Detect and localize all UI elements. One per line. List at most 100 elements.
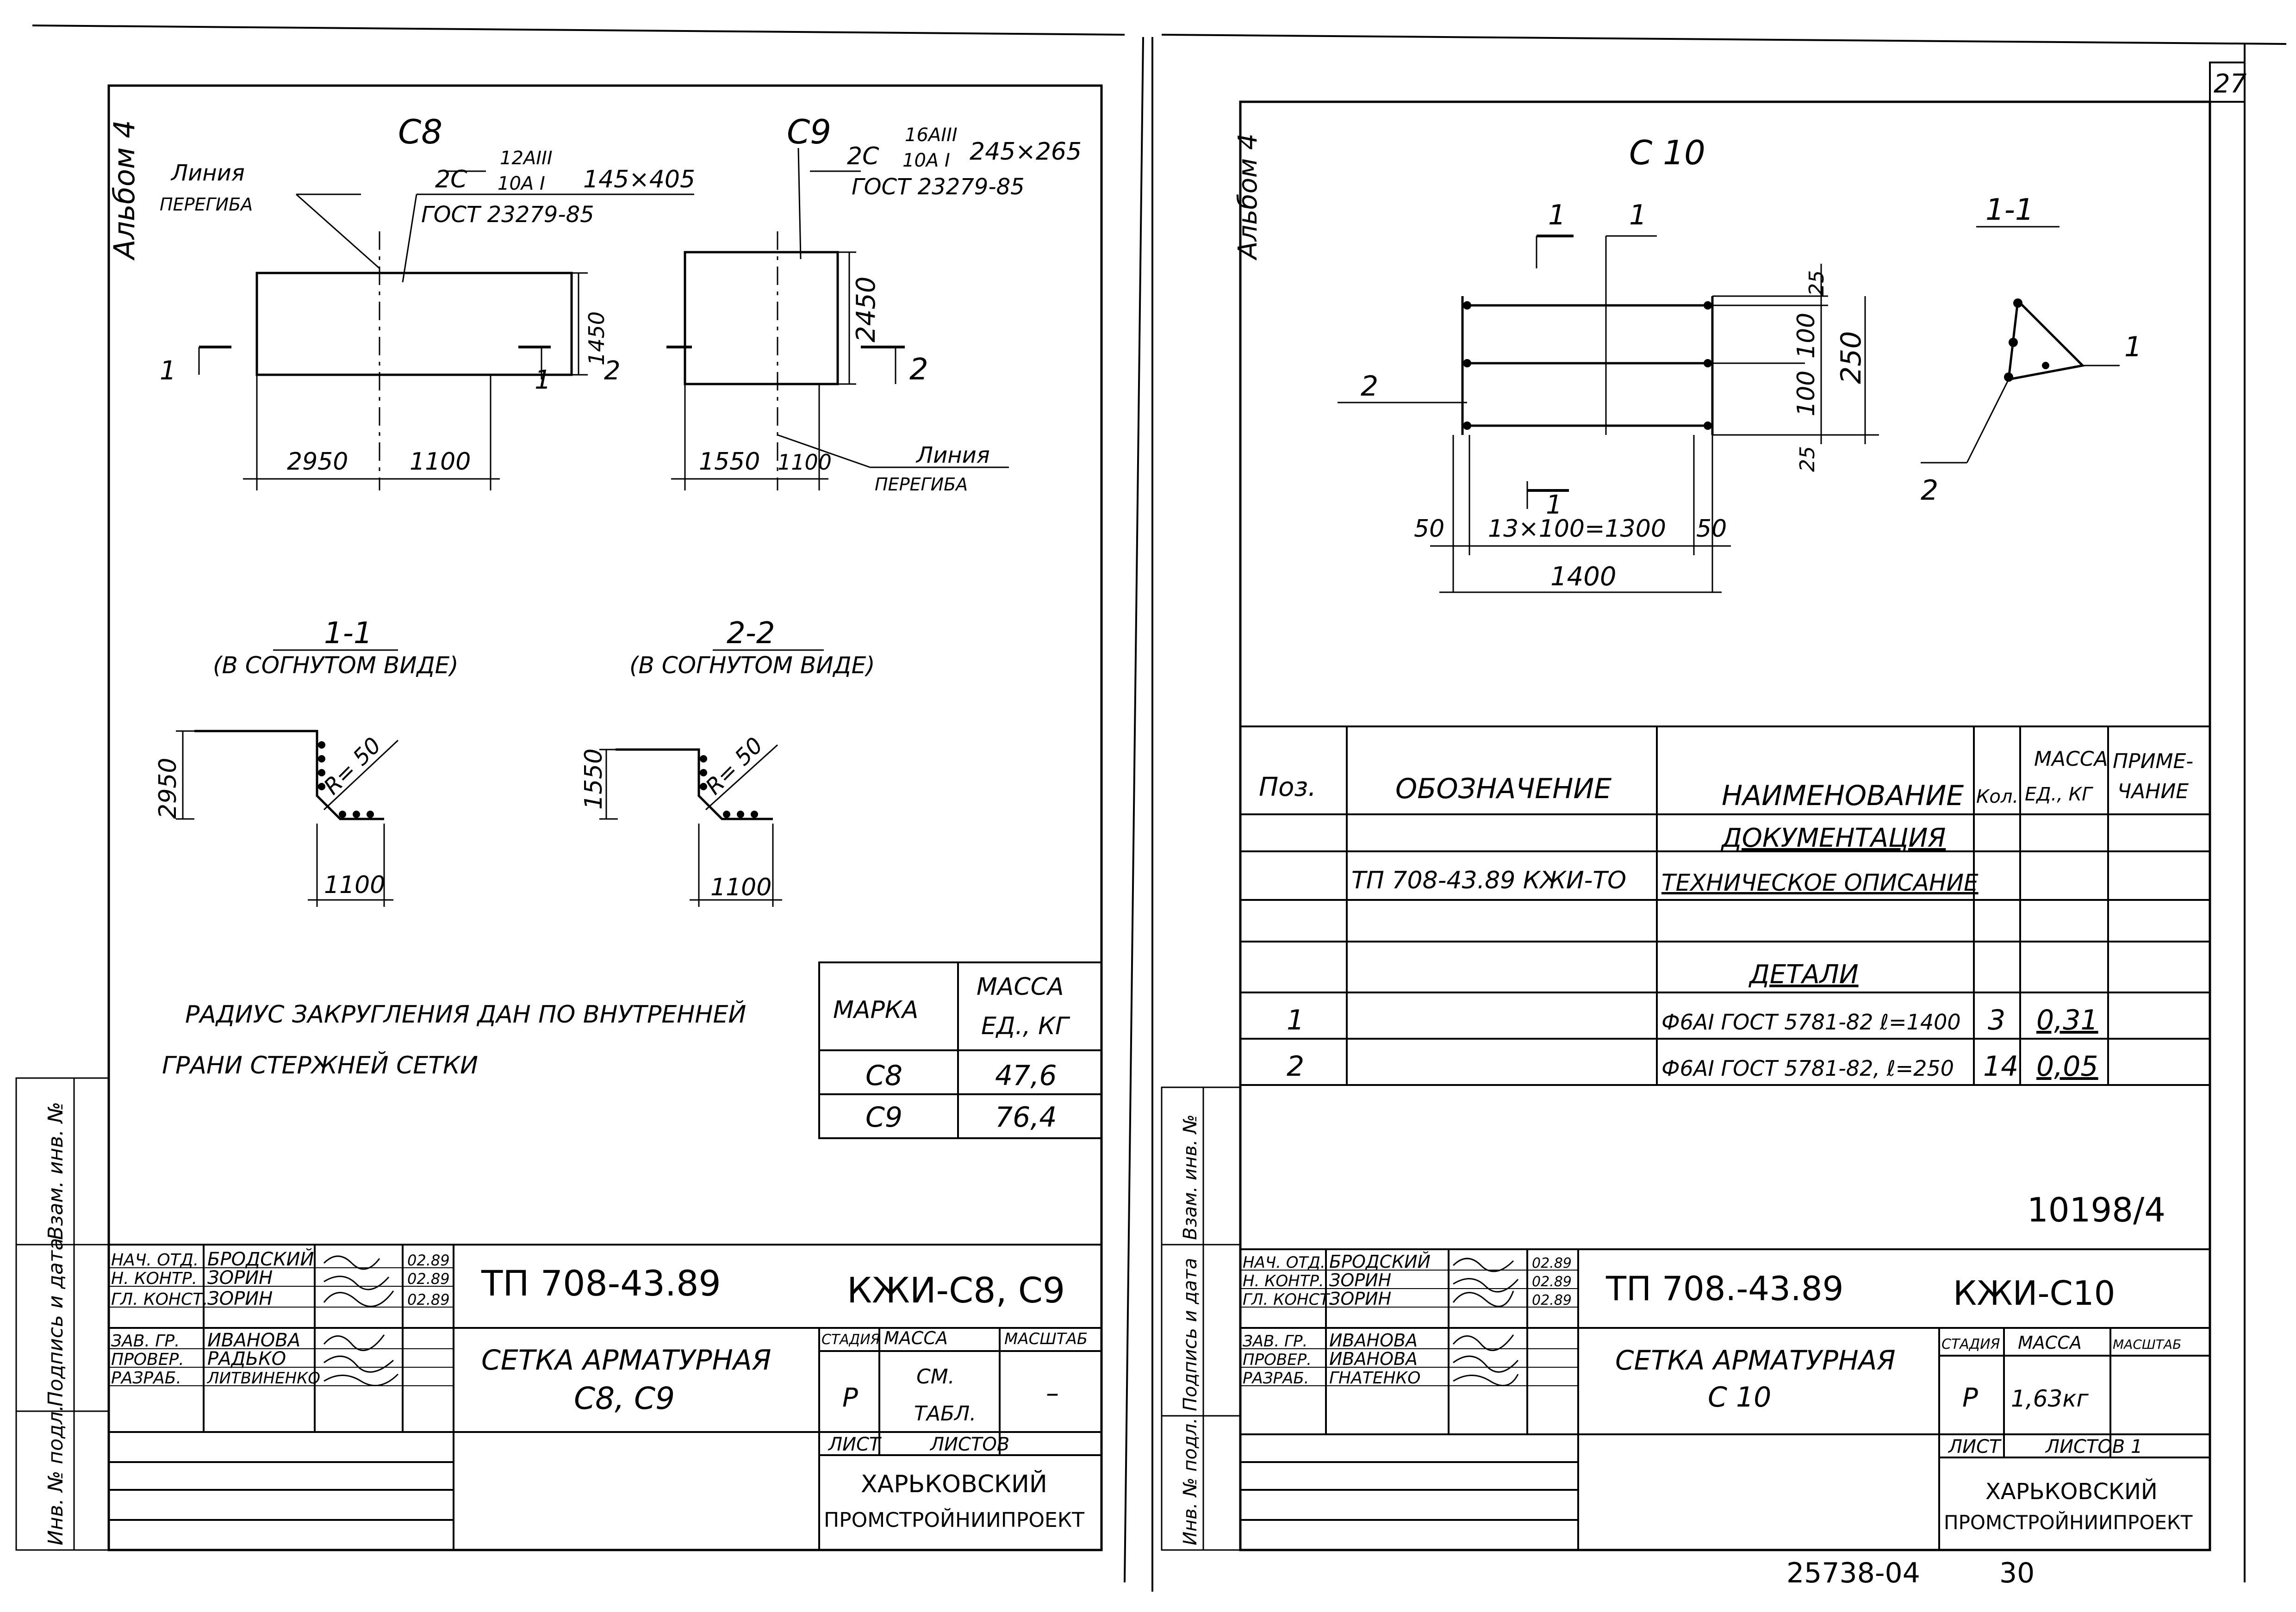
mass-table-header-mark: Марка [833,996,918,1024]
left-sec22-subtitle: (в согнутом виде) [629,652,875,679]
right-drawing-name-2: С 10 [1708,1381,1771,1414]
spec-header-designation: Обозначение [1395,773,1612,805]
left-sec11-shape [176,730,399,907]
right-side-strip [1161,1086,1241,1551]
right-sec11-shape [1921,300,2120,464]
c10-dim-100-b: 100 [1792,371,1820,416]
right-doc-code: ТП 708.-43.89 [1605,1269,1843,1308]
left-sec22-shape [599,744,782,907]
c8-plan [198,170,694,490]
c9-cut-mark-left: 2 [604,356,621,386]
right-staff-date-2: 02.89 [1532,1274,1572,1290]
left-staff-role-5: Провер. [111,1350,184,1369]
left-sec22-vert-dim: 1550 [580,749,608,810]
left-side-label-inv: Инв. № подл. [44,1405,68,1545]
right-scale-header: Масштаб [2113,1337,2181,1352]
spec-row-1-pos: 1 [1287,1004,1304,1036]
c9-spec-size: 245×265 [970,138,1082,166]
spec-doc-designation: ТП 708-43.89 КЖИ-ТО [1351,867,1626,894]
mass-table-header-mass-2: ед., кг [981,1012,1070,1040]
c8-dim-1: 2950 [287,448,348,476]
left-sec11-title: 1-1 [324,616,373,651]
right-staff-role-6: Разраб. [1243,1369,1309,1388]
right-drawing-name-1: Сетка арматурная [1615,1345,1896,1376]
right-side-label-vzam: Взам. инв. № [1180,1114,1201,1240]
left-sec22-bars [700,755,758,818]
c9-gost: ГОСТ 23279-85 [852,174,1025,200]
left-staff-date-2: 02.89 [407,1270,450,1288]
left-drawing-name-2: С8, С9 [574,1381,675,1416]
spec-row-2-mass: 0,05 [2036,1050,2098,1083]
spec-header-note-1: Приме- [2113,750,2193,773]
left-side-strip [15,1077,110,1551]
left-mass-header: Масса [884,1328,948,1348]
c10-pos-1: 1 [1546,490,1562,520]
left-scale-header: Масштаб [1004,1330,1088,1348]
right-staff-name-2: Зорин [1329,1270,1391,1290]
right-sec11-title: 1-1 [1985,193,2034,227]
right-sheets-header: Листов 1 [2045,1436,2142,1457]
c8-spec-den: 10А I [498,173,545,194]
spec-row-1-name: Ф6АI ГОСТ 5781-82 ℓ=1400 [1661,1010,1961,1035]
c8-bend-label-2: перегиба [160,194,253,215]
c8-cut-mark-right: 1 [535,365,551,395]
right-frame [1239,100,2211,1551]
footer-page: 30 [1999,1557,2035,1589]
c8-dim-2: 1100 [410,448,471,476]
right-staff-date-1: 02.89 [1532,1255,1572,1271]
right-staff-name-5: Иванова [1329,1349,1418,1369]
left-staff-role-4: Зав. гр. [111,1332,180,1351]
right-staff-role-2: Н. контр. [1243,1272,1324,1290]
right-staff-role-5: Провер. [1243,1351,1312,1369]
right-sheet-code: КЖИ-С10 [1953,1274,2115,1313]
spec-header-name: Наименование [1722,780,1964,812]
left-note-line-2: грани стержней сетки [162,1051,478,1079]
left-sheet: Взам. инв. № Подпись и дата Инв. № подл.… [15,84,1103,1551]
c10-dim-100-a: 100 [1792,313,1820,359]
left-doc-code: ТП 708-43.89 [481,1263,721,1304]
right-staff-role-3: Гл. конст. [1243,1290,1334,1309]
right-title-block [1240,1248,2210,1550]
spec-header-note-2: чание [2117,780,2189,803]
left-side-label-podpis: Подпись и дата [44,1238,68,1407]
page-number: 27 [2214,69,2247,99]
c9-bend-label-1: Линия [915,442,990,468]
spec-header-qty: Кол. [1976,786,2018,807]
spec-section-details: Детали [1748,960,1859,990]
left-staff-name-5: Радько [207,1348,286,1370]
right-staff-name-4: Иванова [1329,1330,1418,1351]
c9-spec-den: 10А I [902,150,950,171]
c8-gost: ГОСТ 23279-85 [421,202,594,228]
right-signatures [1452,1258,1519,1387]
spec-row-2-qty: 14 [1983,1050,2018,1083]
left-sec22-title: 2-2 [727,616,775,651]
spec-header-pos: Поз. [1259,772,1316,802]
left-sec11-horiz-dim: 1100 [324,871,385,899]
right-staff-role-1: Нач. отд. [1243,1253,1325,1272]
right-side-label-podpis: Подпись и дата [1180,1258,1201,1411]
spec-row-1-qty: 3 [1988,1004,2005,1036]
right-org-line-1: ХАРЬКОВСКИЙ [1985,1478,2158,1505]
spec-doc-name: Техническое описание [1661,869,1979,896]
mass-table-row-1-mass: 47,6 [995,1060,1057,1092]
c9-spec-num: 16АIII [905,124,958,146]
c9-spec-prefix: 2С [847,143,879,170]
left-staff-date-1: 02.89 [407,1252,450,1269]
left-staff-role-6: Разраб. [111,1369,181,1388]
spec-header-mass-2: ед., кг [2025,784,2093,805]
c9-height: 2450 [851,276,881,342]
c10-dim-bottom-25: 25 [1796,446,1819,472]
c9-bend-label-2: перегиба [875,474,968,495]
mass-table-row-1-mark: С8 [865,1060,902,1092]
right-staff-rows: Нач. отд. Бродский 02.89 Н. контр. Зорин… [1243,1252,1572,1388]
left-stage-value: Р [842,1383,858,1413]
spec-row-1-mass: 0,31 [2036,1004,2098,1036]
right-sec11-pos-2: 2 [1921,474,1938,507]
c10-plan [1338,235,1879,593]
footer-code: 25738-04 [1786,1557,1920,1589]
right-side-label-inv: Инв. № подл. [1180,1418,1201,1545]
left-frame [107,84,1103,1551]
left-album-label: Альбом 4 [107,120,141,261]
left-org-line-2: ПРОМСТРОЙНИИПРОЕКТ [824,1507,1084,1532]
left-sec11-subtitle: (в согнутом виде) [213,652,459,679]
